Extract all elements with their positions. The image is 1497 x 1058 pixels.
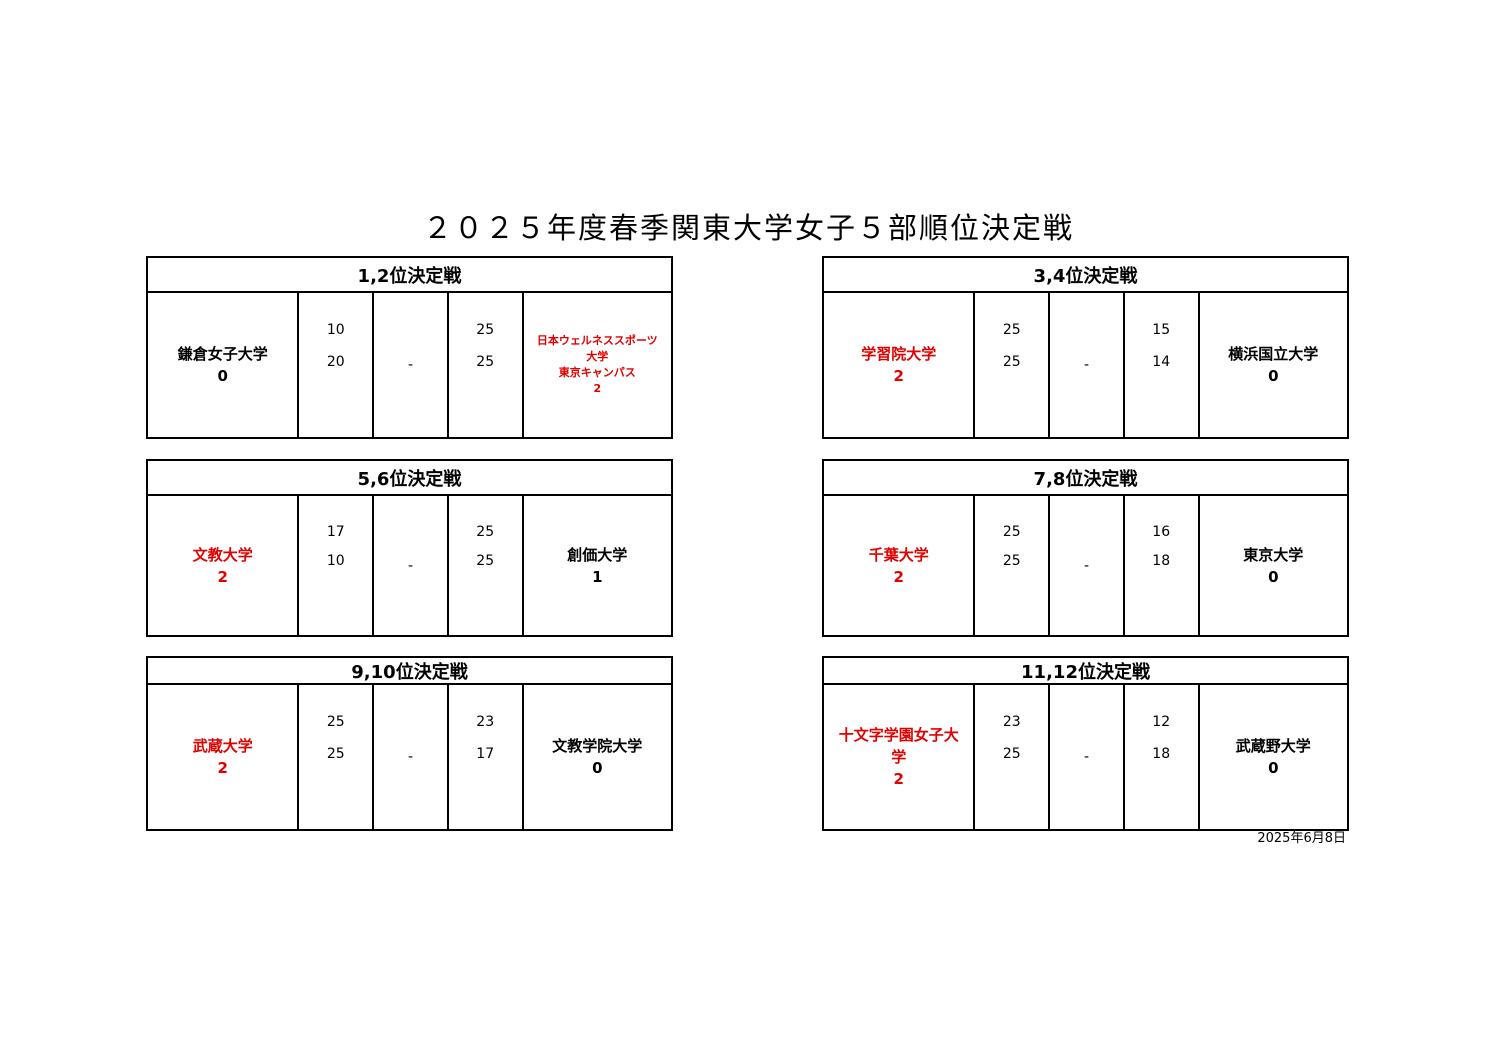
set-score: 10 bbox=[326, 553, 345, 570]
team-score: 2 bbox=[217, 567, 228, 586]
team-name: 創価大学 bbox=[567, 545, 628, 564]
match-title: 1,2位決定戦 bbox=[148, 258, 671, 293]
score-separator: - bbox=[1048, 496, 1123, 635]
team-name: 文教学院大学 bbox=[552, 737, 643, 755]
match-title: 7,8位決定戦 bbox=[824, 461, 1347, 496]
team-score: 2 bbox=[893, 367, 904, 385]
set-score: 25 bbox=[1002, 553, 1021, 570]
match-7-8: 7,8位決定戦 千葉大学 2 25 25 - 16 18 東京大学 0 bbox=[822, 459, 1349, 637]
score-separator: - bbox=[372, 685, 447, 829]
team-score: 2 bbox=[593, 382, 602, 395]
right-team: 東京大学 0 bbox=[1197, 496, 1347, 635]
set-score: 23 bbox=[1002, 714, 1021, 731]
left-set-scores: 25 25 bbox=[973, 293, 1048, 437]
set-score: 25 bbox=[1002, 523, 1021, 540]
set-score: 25 bbox=[476, 553, 495, 570]
left-team: 千葉大学 2 bbox=[824, 496, 973, 635]
team-score: 2 bbox=[893, 567, 904, 586]
team-name: 東京大学 bbox=[1243, 545, 1304, 564]
set-score: 14 bbox=[1152, 353, 1171, 370]
set-score: 20 bbox=[326, 353, 345, 370]
set-score: 25 bbox=[476, 353, 495, 370]
score-separator: - bbox=[372, 496, 447, 635]
right-team: 横浜国立大学 0 bbox=[1197, 293, 1347, 437]
right-team: 文教学院大学 0 bbox=[521, 685, 671, 829]
match-5-6: 5,6位決定戦 文教大学 2 17 10 - 25 25 創価大学 1 bbox=[146, 459, 673, 637]
team-name: 千葉大学 bbox=[868, 545, 929, 564]
set-score: 16 bbox=[1152, 523, 1171, 540]
left-team: 学習院大学 2 bbox=[824, 293, 973, 437]
set-score: 15 bbox=[1152, 322, 1171, 339]
page-title: ２０２５年度春季関東大学女子５部順位決定戦 bbox=[422, 211, 1074, 245]
right-team: 武蔵野大学 0 bbox=[1197, 685, 1347, 829]
set-score: 10 bbox=[326, 322, 345, 339]
set-score: 25 bbox=[1002, 322, 1021, 339]
score-separator: - bbox=[372, 293, 447, 437]
team-name: 横浜国立大学 bbox=[1228, 345, 1319, 363]
set-score: 17 bbox=[476, 745, 495, 762]
match-date: 2025年6月8日 bbox=[1257, 831, 1346, 846]
right-set-scores: 12 18 bbox=[1122, 685, 1198, 829]
left-set-scores: 23 25 bbox=[973, 685, 1048, 829]
team-name: 武蔵大学 bbox=[192, 737, 253, 755]
right-set-scores: 23 17 bbox=[446, 685, 522, 829]
score-separator: - bbox=[1048, 685, 1123, 829]
right-set-scores: 25 25 bbox=[446, 496, 522, 635]
match-11-12: 11,12位決定戦 十文字学園女子大 学 2 23 25 - 12 18 武蔵野… bbox=[822, 656, 1349, 831]
match-3-4: 3,4位決定戦 学習院大学 2 25 25 - 15 14 横浜国立大学 0 bbox=[822, 256, 1349, 439]
left-team: 十文字学園女子大 学 2 bbox=[824, 685, 973, 829]
set-score: 18 bbox=[1152, 553, 1171, 570]
team-score: 2 bbox=[217, 759, 228, 777]
right-team: 日本ウェルネススポーツ 大学 東京キャンパス 2 bbox=[521, 293, 671, 437]
right-set-scores: 25 25 bbox=[446, 293, 522, 437]
team-score: 2 bbox=[893, 770, 904, 788]
team-name: 十文字学園女子大 学 bbox=[838, 726, 959, 766]
score-separator: - bbox=[1048, 293, 1123, 437]
team-score: 1 bbox=[592, 567, 603, 586]
left-team: 武蔵大学 2 bbox=[148, 685, 297, 829]
match-title: 11,12位決定戦 bbox=[824, 658, 1347, 685]
set-score: 18 bbox=[1152, 745, 1171, 762]
set-score: 23 bbox=[476, 714, 495, 731]
set-score: 25 bbox=[476, 322, 495, 339]
team-score: 0 bbox=[217, 367, 228, 385]
set-score: 25 bbox=[476, 523, 495, 540]
set-score: 12 bbox=[1152, 714, 1171, 731]
set-score: 25 bbox=[1002, 353, 1021, 370]
left-set-scores: 17 10 bbox=[297, 496, 372, 635]
right-team: 創価大学 1 bbox=[521, 496, 671, 635]
team-score: 0 bbox=[1268, 567, 1279, 586]
left-set-scores: 25 25 bbox=[973, 496, 1048, 635]
left-set-scores: 25 25 bbox=[297, 685, 372, 829]
team-score: 0 bbox=[1268, 367, 1279, 385]
team-name: 武蔵野大学 bbox=[1235, 737, 1311, 755]
left-team: 鎌倉女子大学 0 bbox=[148, 293, 297, 437]
match-9-10: 9,10位決定戦 武蔵大学 2 25 25 - 23 17 文教学院大学 0 bbox=[146, 656, 673, 831]
match-title: 5,6位決定戦 bbox=[148, 461, 671, 496]
left-set-scores: 10 20 bbox=[297, 293, 372, 437]
right-set-scores: 15 14 bbox=[1122, 293, 1198, 437]
set-score: 25 bbox=[1002, 745, 1021, 762]
left-team: 文教大学 2 bbox=[148, 496, 297, 635]
team-name: 文教大学 bbox=[192, 545, 253, 564]
team-score: 0 bbox=[592, 759, 603, 777]
team-name: 学習院大学 bbox=[861, 345, 937, 363]
team-name: 鎌倉女子大学 bbox=[177, 345, 268, 363]
team-score: 0 bbox=[1268, 759, 1279, 777]
team-name: 日本ウェルネススポーツ 大学 東京キャンパス bbox=[536, 334, 658, 379]
match-title: 9,10位決定戦 bbox=[148, 658, 671, 685]
set-score: 17 bbox=[326, 523, 345, 540]
right-set-scores: 16 18 bbox=[1122, 496, 1198, 635]
set-score: 25 bbox=[326, 714, 345, 731]
match-title: 3,4位決定戦 bbox=[824, 258, 1347, 293]
match-1-2: 1,2位決定戦 鎌倉女子大学 0 10 20 - 25 25 日本ウェルネススポ… bbox=[146, 256, 673, 439]
set-score: 25 bbox=[326, 745, 345, 762]
